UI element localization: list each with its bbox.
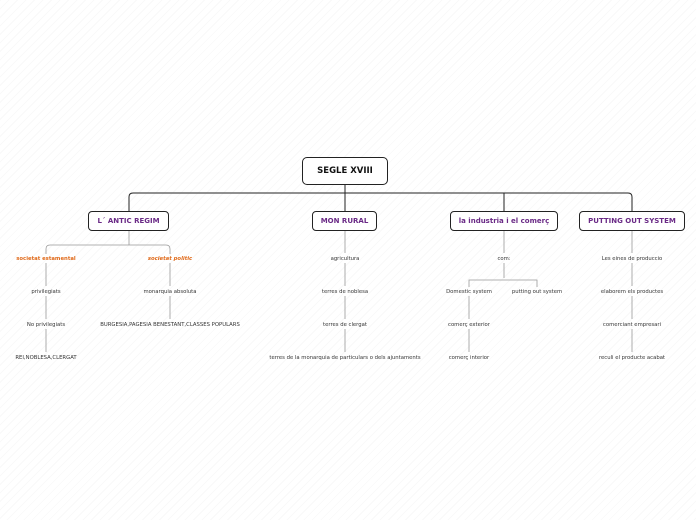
- subtopic-elaborem-productes[interactable]: elaborem els productes: [600, 289, 664, 295]
- subtopic-putting-out-system[interactable]: putting out system: [511, 289, 563, 295]
- subtopic-reculi-producte[interactable]: reculi el producte acabat: [598, 355, 666, 361]
- subtopic-eines-produccio[interactable]: Les eines de produccio: [601, 256, 663, 262]
- subtopic-no-privilegiats[interactable]: No privilegiats: [26, 322, 66, 328]
- subtopic-comerciant-empresari[interactable]: comerciant empresari: [602, 322, 662, 328]
- subtopic-rei-noblesa-clergat[interactable]: REI,NOBLESA,CLERGAT: [15, 355, 77, 361]
- subtopic-monarquia-absoluta[interactable]: monarquia absoluta: [143, 289, 197, 295]
- subtopic-com[interactable]: com:: [497, 256, 511, 262]
- subtopic-societat-estamental[interactable]: societat estamental: [16, 256, 76, 262]
- subtopic-comerc-interior[interactable]: comerç interior: [448, 355, 490, 361]
- subtopic-privilegiats[interactable]: privilegiats: [31, 289, 61, 295]
- subtopic-comerc-exterior[interactable]: comerç exterior: [448, 322, 490, 328]
- branch-mon-rural[interactable]: MON RURAL: [312, 211, 377, 231]
- branch-antic-regim[interactable]: L´ ANTIC REGIM: [88, 211, 169, 231]
- subtopic-terres-monarquia[interactable]: terres de la monarquia de particulars o …: [269, 355, 421, 361]
- root-topic[interactable]: SEGLE XVIII: [302, 157, 388, 185]
- subtopic-terres-clergat[interactable]: terres de clergat: [323, 322, 367, 328]
- subtopic-domestic-system[interactable]: Domestic system: [446, 289, 492, 295]
- subtopic-societat-politic[interactable]: societat politic: [147, 256, 193, 262]
- subtopic-agricultura[interactable]: agricultura: [330, 256, 360, 262]
- branch-industria-comerc[interactable]: la industria i el comerç: [450, 211, 558, 231]
- subtopic-terres-noblesa[interactable]: terres de noblesa: [321, 289, 369, 295]
- branch-putting-out-system[interactable]: PUTTING OUT SYSTEM: [579, 211, 685, 231]
- subtopic-burgesia-pagesia[interactable]: BURGESIA,PAGESIA BENESTANT,CLASSES POPUL…: [100, 322, 240, 328]
